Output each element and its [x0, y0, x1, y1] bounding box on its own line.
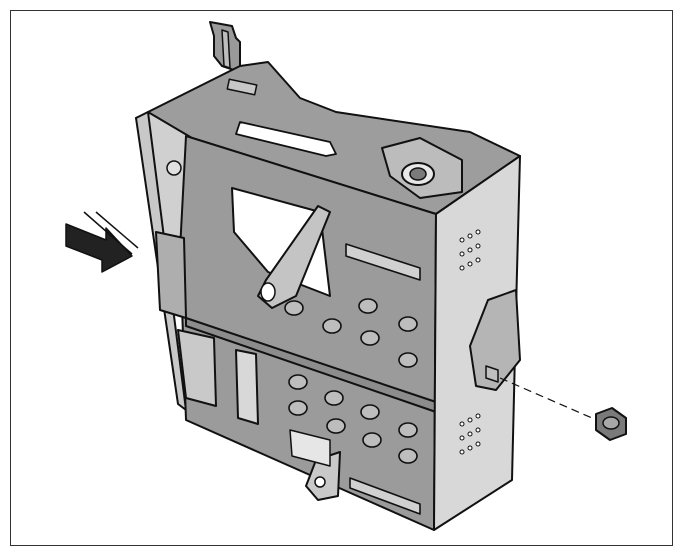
insertion-arrow [65, 211, 139, 273]
flange-screw [166, 160, 182, 176]
front-left-strip [155, 231, 187, 319]
top-slot-front [235, 121, 337, 157]
bottom-tab-hole [314, 476, 326, 488]
bottom-vent-block [289, 429, 331, 467]
front-vent-holes [284, 298, 418, 464]
front-upper-slot [345, 243, 421, 281]
front-left-lower-panel [177, 329, 217, 407]
top-mounting-tab-inner [221, 29, 231, 69]
right-side-bracket [469, 289, 521, 391]
screw-stud [485, 365, 499, 383]
front-bottom-slot [349, 477, 421, 515]
hex-nut-face [602, 416, 620, 430]
side-perforations [459, 229, 481, 455]
assembly-guide-line [499, 377, 593, 419]
bracket-arm-hole [260, 282, 276, 302]
mounting-bracket-arm [257, 205, 331, 309]
bottom-mounting-tab [305, 451, 341, 501]
top-pivot-hole-inner [409, 167, 427, 181]
front-lower-slot [235, 349, 259, 425]
top-small-slot [226, 78, 258, 96]
